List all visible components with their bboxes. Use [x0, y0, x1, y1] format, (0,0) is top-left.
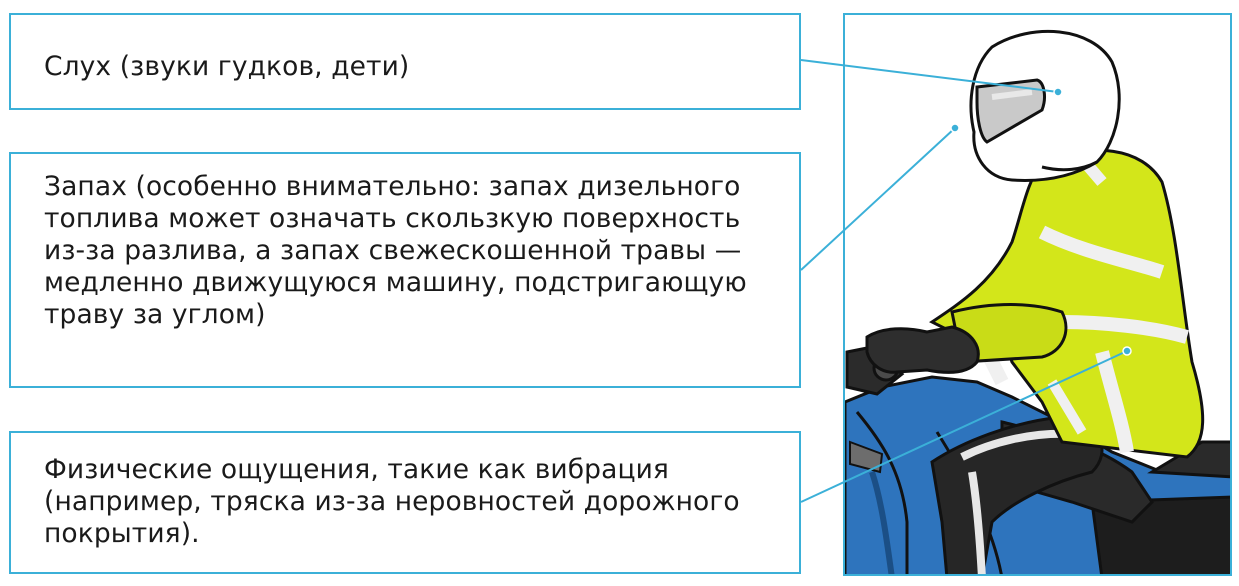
smell-label: Запах (особенно внимательно: запах дизел…	[44, 171, 747, 330]
motorcyclist-illustration	[843, 13, 1232, 576]
hearing-label: Слух (звуки гудков, дети)	[44, 51, 410, 82]
physical-sensation-label: Физические ощущения, такие как вибрация …	[44, 454, 740, 549]
hearing-box: Слух (звуки гудков, дети)	[9, 13, 801, 110]
smell-box: Запах (особенно внимательно: запах дизел…	[9, 152, 801, 388]
rider-helmet	[969, 29, 1121, 182]
physical-sensation-box: Физические ощущения, такие как вибрация …	[9, 431, 801, 574]
